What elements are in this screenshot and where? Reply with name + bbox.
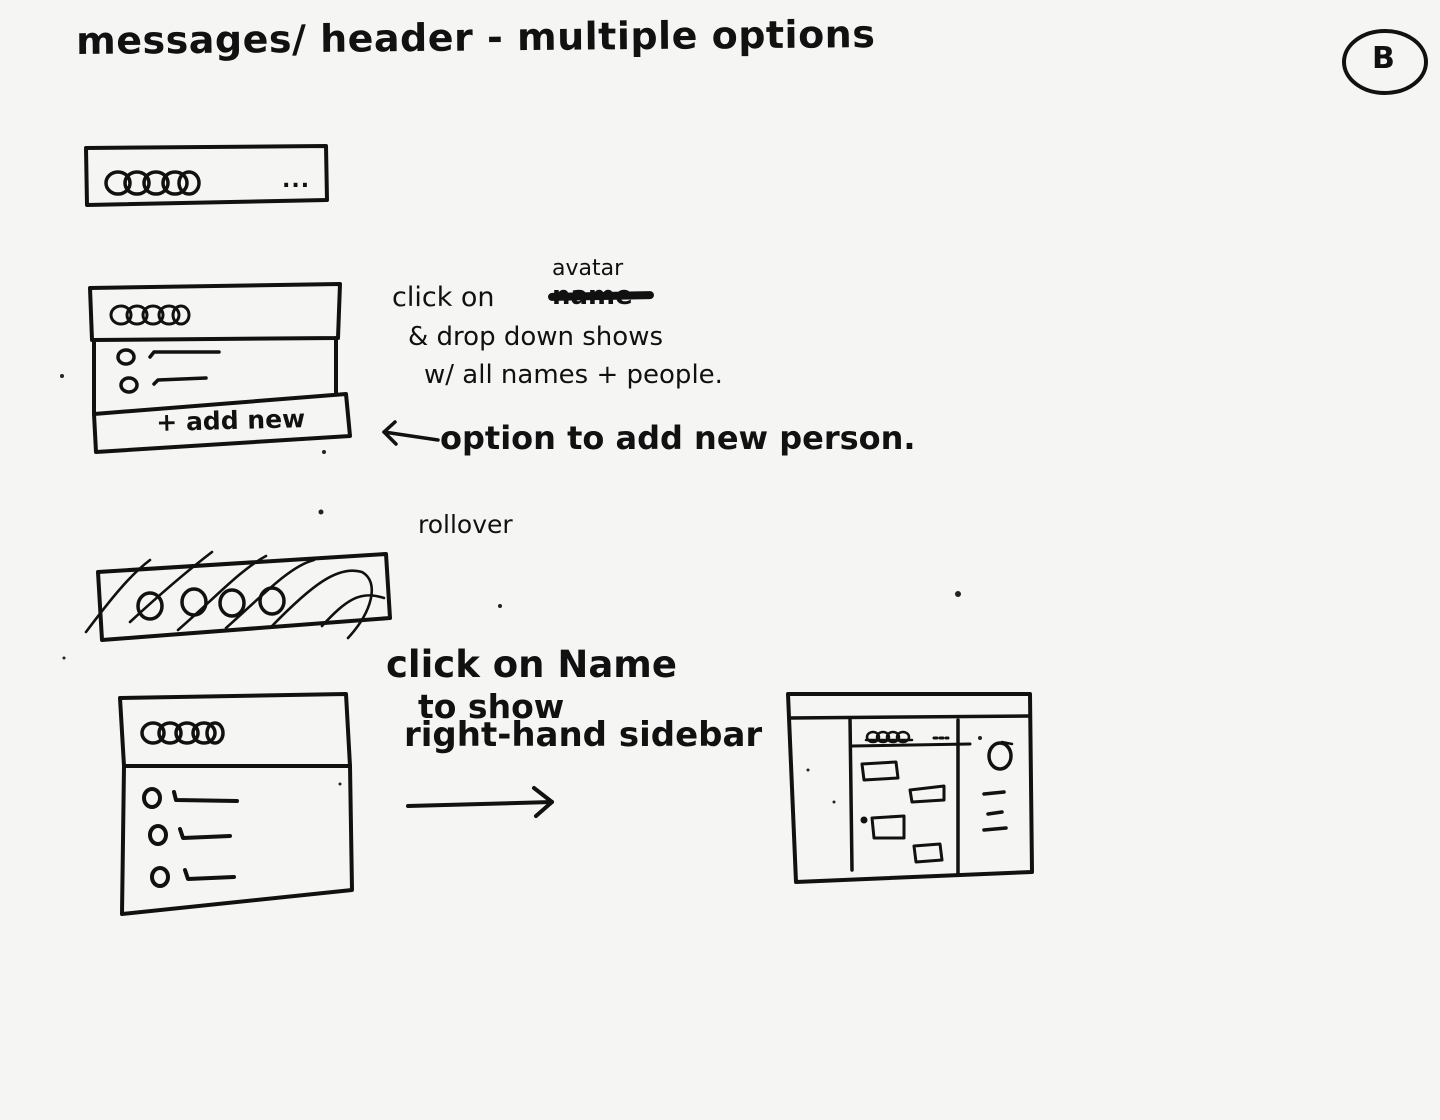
- arrow-left-icon: [382, 420, 440, 446]
- list-row: [142, 787, 239, 809]
- sketch-name-list: [118, 692, 354, 916]
- arrow-right-icon: [406, 786, 554, 818]
- avatar-stack-icon: [140, 721, 225, 745]
- add-new-label: + add new: [155, 404, 306, 437]
- avatar-stack-icon: [864, 730, 914, 744]
- paper-specks: [60, 374, 982, 804]
- dropdown-row: [119, 376, 208, 394]
- list-row: [148, 824, 232, 846]
- sketch-layout-sidebar: [786, 692, 1034, 884]
- message-bubble: [860, 760, 946, 864]
- sketch-header-bar: [84, 144, 329, 207]
- sidebar-profile: [982, 740, 1014, 832]
- note-avatar-line2: & drop down shows: [408, 322, 663, 352]
- note-add-option: option to add new person.: [440, 419, 916, 457]
- note-sidebar-line3: right-hand sidebar: [404, 715, 763, 755]
- add-new-row-box: [92, 392, 352, 454]
- note-sidebar-line1: click on Name: [386, 643, 677, 686]
- badge-circle: [1342, 29, 1428, 95]
- note-rollover: rollover: [418, 510, 513, 539]
- strike-scribble: [84, 550, 386, 640]
- note-avatar-inserted: avatar: [552, 256, 624, 281]
- list-row: [150, 866, 236, 888]
- sketch-rollover-crossed: [84, 550, 392, 642]
- avatar-stack-icon: [104, 170, 201, 196]
- avatar-stack-icon: [109, 304, 191, 326]
- avatar-stack-icon: [136, 586, 286, 621]
- note-avatar-line3: w/ all names + people.: [424, 360, 723, 390]
- note-avatar-line1: click on: [392, 282, 495, 313]
- dropdown-row: [116, 348, 221, 366]
- sketch-avatar-dropdown: [88, 282, 352, 454]
- page-badge: B: [1372, 41, 1395, 76]
- note-sidebar-line2: to show: [418, 687, 565, 726]
- page-title: messages/ header - multiple options: [75, 12, 876, 63]
- menu-dots-icon: ...: [282, 168, 311, 193]
